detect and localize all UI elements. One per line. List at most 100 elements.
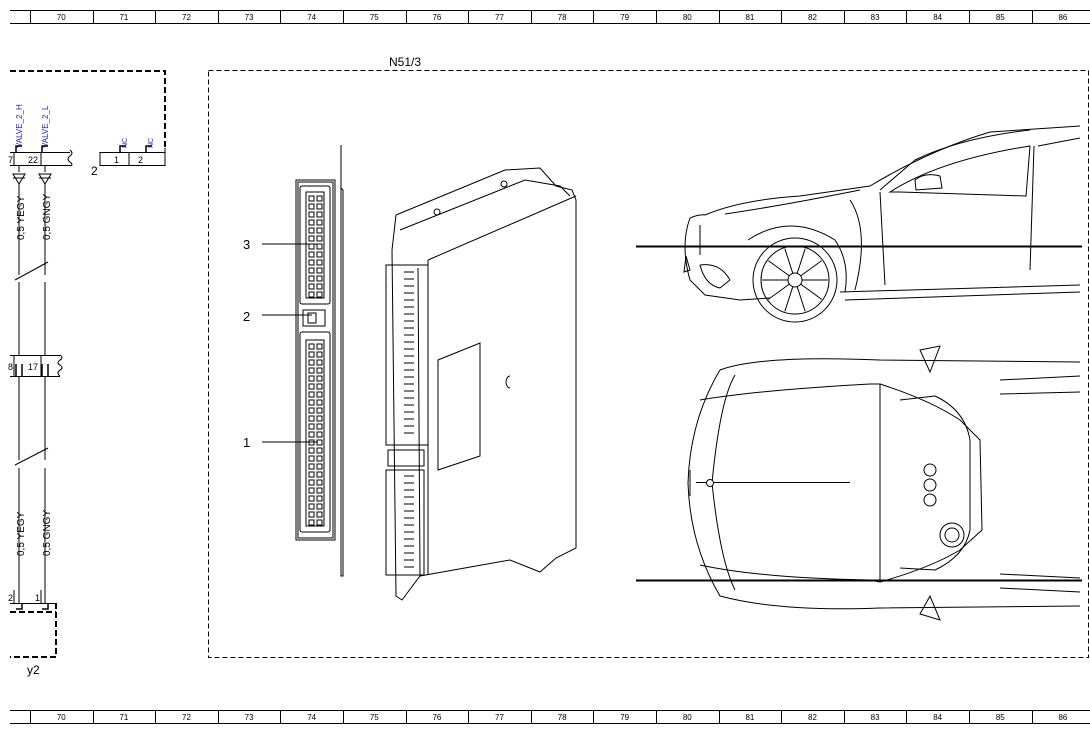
bottom-ruler-column-label: 72 [182,713,191,722]
connector-strip-drawing [295,145,344,577]
top-ruler-column-label: 83 [871,13,880,22]
connector-pin-cell [308,291,315,298]
signal-left-name: VALVE_2_H [15,104,24,148]
bottom-ruler-column-label: 77 [495,713,504,722]
wire-label-left-top: 0,5 YEGY [16,195,27,240]
nc-label-2: NC [148,138,155,148]
connector-pin-cell [316,195,323,202]
connector-pin-cell [308,367,315,374]
bottom-ruler-column-label: 70 [57,713,66,722]
connector-pin-cell [316,399,323,406]
top-ruler [10,10,1090,24]
connector-pin-cell [316,251,323,258]
connector-pin-cell [316,351,323,358]
connector-pin-cell [308,251,315,258]
top-ruler-column-label: 73 [245,13,254,22]
connector-pin-cell [316,511,323,518]
connector-pin-cell [308,391,315,398]
connector-pin-cell [316,479,323,486]
connector-pin-cell [308,495,315,502]
signal-right-name: VALVE_2_L [41,105,50,148]
connector-pin-cell [316,415,323,422]
wire-label-left-bottom: 0,5 YEGY [16,511,27,556]
connector-pin-cell [316,275,323,282]
ground-connector-label: y2 [27,663,40,677]
component-label: N51/3 [389,55,421,69]
connector-pin-cell [316,463,323,470]
connector-pin-cell [316,219,323,226]
callout-3: 3 [243,237,250,252]
top-ruler-column-label: 79 [620,13,629,22]
top-ruler-column-label: 71 [119,13,128,22]
wheel-spoke [796,248,806,274]
wire-label-right-bottom: 0,5 GNGY [42,510,53,556]
top-connector-frame [10,70,166,148]
connector-pin-cell [308,399,315,406]
bottom-ruler-column-label: 84 [933,713,942,722]
top-ruler-column-label: 85 [996,13,1005,22]
wheel-spoke [784,286,794,312]
component-frame [208,70,1089,658]
top-ruler-column-label: 81 [745,13,754,22]
connector-pin-cell [308,407,315,414]
connector-pin-cell [316,259,323,266]
connector-pin-cell [308,227,315,234]
nc-label-1: NC [122,138,129,148]
callout-1: 1 [243,435,250,450]
top-ruler-column-label: 77 [495,13,504,22]
connector-pin-cell [308,235,315,242]
connector-pin-cell [316,227,323,234]
nc-pin-2: 2 [138,155,143,165]
top-ruler-column-label: 72 [182,13,191,22]
connector-pin-cell [308,455,315,462]
vehicle-side-view [683,125,1081,323]
connector-pin-cell [316,423,323,430]
connector-pin-cell [316,267,323,274]
connector-pin-cell [308,267,315,274]
connector-pin-cell [308,463,315,470]
connector-pin-cell [308,479,315,486]
connector-pin-cell [308,343,315,350]
connector-pin-cell [316,211,323,218]
pin-mid-left: 8 [8,362,13,372]
top-ruler-column-label: 84 [933,13,942,22]
connector-pin-cell [308,283,315,290]
bottom-ruler-column-label: 73 [245,713,254,722]
connector-pin-cell [308,423,315,430]
bottom-ruler-column-label: 71 [119,713,128,722]
bottom-ruler-column-label: 75 [370,713,379,722]
bottom-ruler-column-label: 74 [307,713,316,722]
bottom-ruler-column-label: 76 [432,713,441,722]
wheel-spoke [768,283,790,300]
connector-pin-cell [308,487,315,494]
connector-pin-cell [316,235,323,242]
top-ruler-column-label: 70 [57,13,66,22]
bottom-ruler-column-label: 85 [996,713,1005,722]
connector-pin-cell [316,375,323,382]
wheel-spoke [784,248,794,274]
bottom-ruler-column-label: 78 [558,713,567,722]
connector-pin-cell [316,471,323,478]
connector-pin-cell [308,243,315,250]
connector-pin-cell [316,431,323,438]
top-ruler-column-label: 78 [558,13,567,22]
top-ruler-column-label: 80 [683,13,692,22]
wires [10,166,63,604]
pin-top-right: 22 [28,155,38,165]
bottom-ruler-column-label: 79 [620,713,629,722]
bottom-ruler-column-label: 82 [808,713,817,722]
connector-pin-cell [316,343,323,350]
connector-pin-cell [308,203,315,210]
top-ruler-column-label: 86 [1058,13,1067,22]
connector-pin-cell [316,391,323,398]
connector-pin-cell [316,447,323,454]
top-pin-brackets [15,145,152,152]
bottom-pin-brackets [16,603,49,610]
wheel-spoke [768,260,790,277]
connector-pin-cell [316,503,323,510]
connector-pin-cell [308,511,315,518]
connector-pin-cell [316,203,323,210]
pin-mid-right: 17 [28,362,38,372]
connector-pin-cell [308,383,315,390]
